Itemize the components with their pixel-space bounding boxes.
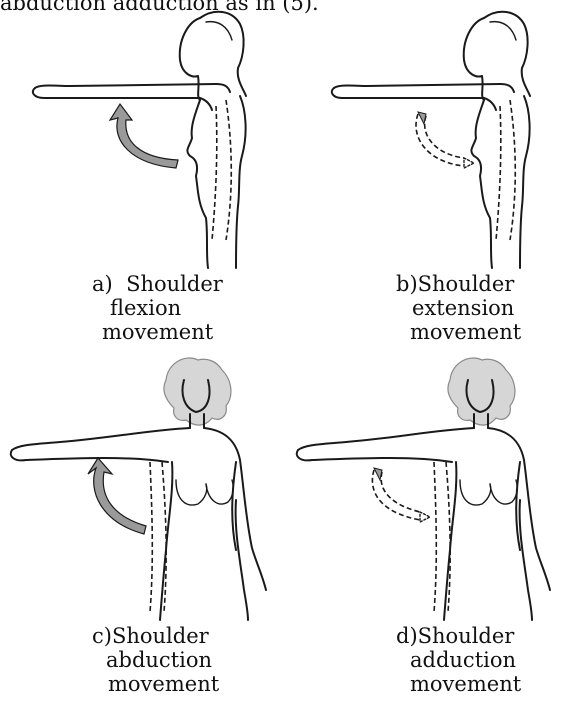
caption-line-1: Shoulder — [418, 624, 515, 648]
figure-panel-abduction: c)Shoulder abduction movement — [0, 350, 284, 706]
caption-line-3: movement — [396, 672, 521, 696]
caption-line-2: abduction — [92, 648, 219, 672]
caption-abduction: c)Shoulder abduction movement — [92, 624, 219, 696]
front-view-figure-illustration — [284, 350, 568, 620]
figure-panel-flexion: a) Shoulder flexion movement — [0, 0, 284, 350]
caption-line-1: Shoulder — [126, 272, 223, 296]
side-view-figure-illustration — [284, 0, 568, 270]
side-view-figure-illustration — [0, 0, 284, 270]
caption-flexion: a) Shoulder flexion movement — [92, 272, 223, 344]
caption-extension: b)Shoulder extension movement — [396, 272, 521, 344]
figure-panel-adduction: d)Shoulder adduction movement — [284, 350, 568, 706]
caption-line-2: extension — [396, 296, 521, 320]
caption-marker: c) — [92, 624, 112, 648]
caption-marker: a) — [92, 272, 113, 296]
caption-adduction: d)Shoulder adduction movement — [396, 624, 521, 696]
caption-line-1: Shoulder — [112, 624, 209, 648]
caption-line-3: movement — [92, 672, 219, 696]
caption-marker: b) — [396, 272, 418, 296]
caption-line-2: flexion — [92, 296, 223, 320]
caption-line-2: adduction — [396, 648, 521, 672]
caption-line-3: movement — [92, 320, 223, 344]
caption-marker: d) — [396, 624, 418, 648]
figure-panel-extension: b)Shoulder extension movement — [284, 0, 568, 350]
caption-line-1: Shoulder — [418, 272, 515, 296]
front-view-figure-illustration — [0, 350, 284, 620]
caption-line-3: movement — [396, 320, 521, 344]
